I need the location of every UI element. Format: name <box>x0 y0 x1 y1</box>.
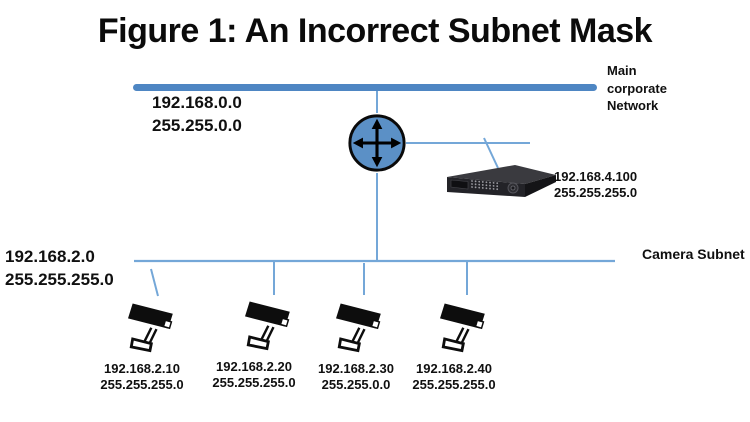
camera-subnet-ip: 192.168.2.0 <box>5 247 95 266</box>
server-ip: 192.168.4.100 <box>554 169 638 184</box>
camera4-address: 192.168.2.40 255.255.255.0 <box>394 361 514 392</box>
camera4-mask: 255.255.255.0 <box>412 376 496 392</box>
camera3-ip: 192.168.2.30 <box>318 361 394 376</box>
camera-icon <box>440 303 485 353</box>
camera-subnet-label: Camera Subnet <box>642 246 745 262</box>
main-network-bus <box>133 84 597 91</box>
router-icon <box>348 114 406 172</box>
main-network-label: Main corporate Network <box>607 62 667 115</box>
camera-subnet-address: 192.168.2.0 255.255.255.0 <box>5 245 114 291</box>
main-network-label-line1: Main <box>607 63 637 78</box>
camera-icon <box>128 303 173 353</box>
server-mask: 255.255.255.0 <box>554 184 638 200</box>
camera1-ip: 192.168.2.10 <box>104 361 180 376</box>
camera2-mask: 255.255.255.0 <box>212 374 296 390</box>
server-port-grid <box>471 180 499 191</box>
server-drop-line <box>483 137 499 169</box>
camera1-mask: 255.255.255.0 <box>100 376 184 392</box>
main-network-label-line2: corporate <box>607 80 667 96</box>
camera2-address: 192.168.2.20 255.255.255.0 <box>194 359 314 390</box>
camera1-address: 192.168.2.10 255.255.255.0 <box>82 361 202 392</box>
camera1-drop-line <box>150 268 159 297</box>
main-network-ip: 192.168.0.0 <box>152 93 242 112</box>
main-network-mask: 255.255.0.0 <box>152 116 242 135</box>
camera-icon <box>245 301 290 351</box>
camera3-address: 192.168.2.30 255.255.0.0 <box>296 361 416 392</box>
camera4-ip: 192.168.2.40 <box>416 361 492 376</box>
camera-subnet-mask: 255.255.255.0 <box>5 270 114 289</box>
server-icon <box>447 165 556 197</box>
camera-icon <box>336 303 381 353</box>
camera3-mask: 255.255.0.0 <box>321 376 391 392</box>
figure-title: Figure 1: An Incorrect Subnet Mask <box>97 12 653 50</box>
server-address: 192.168.4.100 255.255.255.0 <box>554 169 637 200</box>
main-network-label-line3: Network <box>607 98 659 113</box>
main-network-address: 192.168.0.0 255.255.0.0 <box>152 91 242 137</box>
camera2-ip: 192.168.2.20 <box>216 359 292 374</box>
